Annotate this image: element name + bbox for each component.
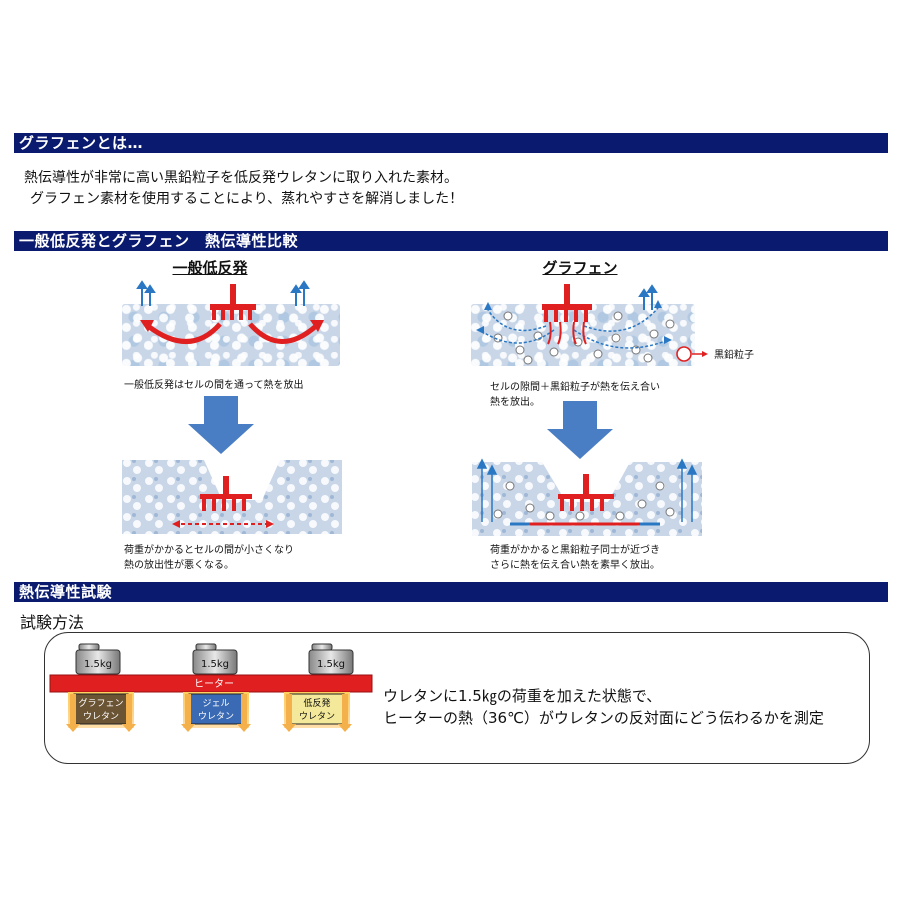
sample-3-line-2: ウレタン (299, 711, 335, 722)
section-title-comparison: 一般低反発とグラフェン 熱伝導性比較 (14, 231, 888, 251)
heat-flow-normal-diagram (136, 280, 324, 344)
weight-label-2: 1.5kg (201, 659, 229, 670)
sample-3-line-1: 低反発 (303, 697, 330, 709)
right-caption-bottom: 荷重がかかると黒鉛粒子同士が近づき さらに熱を伝え合い熱を素早く放出。 (490, 545, 660, 571)
heater-label: ヒーター (194, 678, 234, 690)
sample-2-line-1: ジェル (202, 699, 229, 709)
left-column-title: 一般低反発 (172, 259, 248, 277)
heat-flow-graphene-diagram (476, 284, 708, 365)
test-method-title: 試験方法 (20, 613, 85, 632)
sample-2-line-2: ウレタン (198, 711, 234, 722)
sample-1-line-2: ウレタン (83, 711, 119, 722)
test-method-description: ウレタンに1.5㎏の荷重を加えた状態で、 ヒーターの熱（36℃）がウレタンの反対… (383, 687, 824, 727)
intro-line-2: グラフェン素材を使用することにより、蒸れやすさを解消しました！ (30, 191, 464, 207)
down-arrow-left (188, 396, 254, 454)
left-caption-bottom: 荷重がかかるとセルの間が小さくなり 熱の放出性が悪くなる。 (124, 545, 294, 571)
right-caption-top: セルの隙間＋黒鉛粒子が熱を伝え合い 熱を放出。 (490, 382, 660, 408)
section-title-about: グラフェンとは… (14, 133, 888, 153)
weight-label-1: 1.5kg (84, 659, 112, 670)
foam-compressed-graphene (472, 458, 702, 536)
right-column-title: グラフェン (542, 259, 618, 277)
intro-line-1: 熱伝導性が非常に高い黒鉛粒子を低反発ウレタンに取り入れた素材。 (24, 170, 458, 186)
test-method-panel (44, 632, 870, 764)
left-caption-top: 一般低反発はセルの間を通って熱を放出 (124, 380, 304, 391)
down-arrow-right (547, 401, 613, 459)
foam-compressed-normal (122, 460, 342, 534)
sample-1-line-1: グラフェン (78, 697, 123, 709)
section-title-test: 熱伝導性試験 (14, 582, 888, 602)
graphite-particle-label: 黒鉛粒子 (714, 350, 754, 361)
weight-1 (75, 643, 121, 675)
test-setup-diagram: 1.5kg 1.5kg 1.5kg ヒーター グラフェン ウレタン ジェル ウレ… (49, 643, 373, 732)
weight-label-3: 1.5kg (317, 659, 345, 670)
intro-text: 熱伝導性が非常に高い黒鉛粒子を低反発ウレタンに取り入れた素材。 グラフェン素材を… (24, 168, 463, 210)
